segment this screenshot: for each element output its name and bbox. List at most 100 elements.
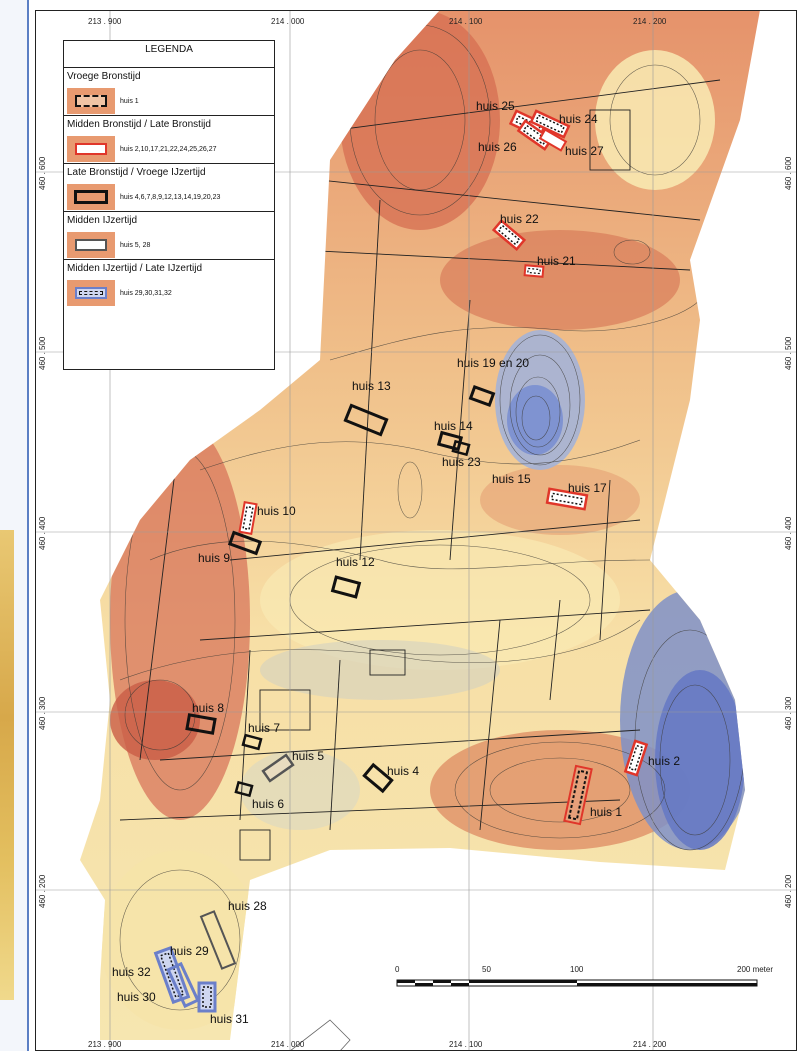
label-huis-14: huis 14: [434, 419, 473, 433]
label-huis-24: huis 24: [559, 112, 598, 126]
label-huis-25: huis 25: [476, 99, 515, 113]
tick-right-4: 460 . 300: [784, 696, 793, 730]
scale-bar: 0 50 100 200 meter: [395, 965, 773, 987]
legend-section-name: Midden Bronstijd / Late Bronstijd: [67, 119, 211, 130]
house-8-marker: [185, 713, 217, 735]
legend-section-desc: huis 5, 28: [120, 241, 151, 249]
label-huis-32: huis 32: [112, 965, 151, 979]
swatch-dotted-red: [67, 88, 115, 114]
label-huis-2: huis 2: [648, 754, 680, 768]
house-10-marker: [238, 501, 258, 535]
house-22-marker: [491, 219, 527, 251]
house-27-marker: [538, 128, 568, 152]
tick-left-3: 460 . 400: [38, 516, 47, 550]
label-huis-12: huis 12: [336, 555, 375, 569]
grid-tick-labels: 213 . 900 214 . 000 214 . 100 214 . 200 …: [38, 17, 793, 1049]
house-26-marker: [516, 119, 554, 151]
legend-midden-ijzertijd: Midden IJzertijd huis 5, 28: [64, 211, 274, 259]
legend-box: LEGENDA Vroege Bronstijd huis 1 Midden B…: [63, 40, 275, 370]
label-huis-19-en-20: huis 19 en 20: [457, 356, 529, 370]
tick-left-4: 460 . 300: [38, 696, 47, 730]
label-huis-13: huis 13: [352, 379, 391, 393]
swatch-grey: [67, 232, 115, 258]
house-19-20-marker: [468, 385, 496, 407]
label-huis-17: huis 17: [568, 481, 607, 495]
tick-left-5: 460 . 200: [38, 874, 47, 908]
adjacent-map-fragment: [0, 530, 14, 1000]
scale-tick-0: 0: [395, 965, 400, 974]
tick-left-1: 460 . 600: [38, 156, 47, 190]
label-huis-26: huis 26: [478, 140, 517, 154]
label-huis-21: huis 21: [537, 254, 576, 268]
swatch-red: [67, 136, 115, 162]
label-huis-8: huis 8: [192, 701, 224, 715]
house-23-marker: [451, 439, 471, 457]
tick-right-5: 460 . 200: [784, 874, 793, 908]
road-outline: [289, 1019, 351, 1051]
house-2-marker: [623, 739, 649, 777]
page-edge: [27, 0, 29, 1051]
tick-top-4: 214 . 200: [633, 17, 667, 26]
tick-bottom-3: 214 . 100: [449, 1040, 483, 1049]
tick-right-1: 460 . 600: [784, 156, 793, 190]
house-28-marker: [199, 910, 237, 970]
label-huis-4: huis 4: [387, 764, 419, 778]
tick-right-3: 460 . 400: [784, 516, 793, 550]
scale-tick-100: 100: [570, 965, 584, 974]
legend-section-name: Midden IJzertijd / Late IJzertijd: [67, 263, 203, 274]
swatch-black: [67, 184, 115, 210]
left-page-strip: [0, 0, 29, 1051]
house-24-marker: [529, 109, 571, 139]
house-6-marker: [234, 780, 254, 798]
legend-midden-late-ijzertijd: Midden IJzertijd / Late IJzertijd huis 2…: [64, 259, 274, 307]
house-markers: [153, 109, 649, 1013]
legend-section-name: Late Bronstijd / Vroege IJzertijd: [67, 167, 206, 178]
house-4-marker: [362, 762, 394, 794]
label-huis-9: huis 9: [198, 551, 230, 565]
tick-bottom-1: 213 . 900: [88, 1040, 122, 1049]
label-huis-1: huis 1: [590, 805, 622, 819]
house-7-marker: [241, 733, 263, 751]
label-huis-23: huis 23: [442, 455, 481, 469]
house-9-marker: [227, 530, 263, 556]
tick-top-2: 214 . 000: [271, 17, 305, 26]
legend-section-desc: huis 29,30,31,32: [120, 289, 172, 297]
label-huis-30: huis 30: [117, 990, 156, 1004]
scale-tick-50: 50: [482, 965, 491, 974]
tick-top-3: 214 . 100: [449, 17, 483, 26]
house-5-marker: [261, 753, 295, 783]
legend-title: LEGENDA: [145, 44, 193, 55]
house-30-marker: [166, 961, 200, 1009]
label-huis-7: huis 7: [248, 721, 280, 735]
legend-vroege-bronstijd: Vroege Bronstijd huis 1: [64, 67, 274, 115]
house-21-marker: [523, 264, 545, 278]
label-huis-31: huis 31: [210, 1012, 249, 1026]
label-huis-27: huis 27: [565, 144, 604, 158]
tick-bottom-4: 214 . 200: [633, 1040, 667, 1049]
tick-right-2: 460 . 500: [784, 336, 793, 370]
tick-left-2: 460 . 500: [38, 336, 47, 370]
swatch-blue-dotted: [67, 280, 115, 306]
house-17-marker: [545, 487, 589, 511]
house-12-marker: [330, 575, 362, 599]
label-huis-28: huis 28: [228, 899, 267, 913]
label-huis-29: huis 29: [170, 944, 209, 958]
legend-midden-late-bronstijd: Midden Bronstijd / Late Bronstijd huis 2…: [64, 115, 274, 163]
house-labels: huis 1 huis 2 huis 4 huis 5 huis 6 huis …: [112, 99, 680, 1026]
tick-top-1: 213 . 900: [88, 17, 122, 26]
scale-tick-200: 200 meter: [737, 965, 773, 974]
label-huis-15: huis 15: [492, 472, 531, 486]
label-huis-6: huis 6: [252, 797, 284, 811]
house-13-marker: [343, 403, 389, 437]
house-1-marker: [563, 764, 593, 826]
legend-section-desc: huis 1: [120, 97, 139, 105]
legend-section-desc: huis 4,6,7,8,9,12,13,14,19,20,23: [120, 193, 221, 201]
label-huis-5: huis 5: [292, 749, 324, 763]
tick-bottom-2: 214 . 000: [271, 1040, 305, 1049]
legend-section-desc: huis 2,10,17,21,22,24,25,26,27: [120, 145, 217, 153]
label-huis-22: huis 22: [500, 212, 539, 226]
legend-late-bronstijd-vroege-ijzertijd: Late Bronstijd / Vroege IJzertijd huis 4…: [64, 163, 274, 211]
legend-section-name: Midden IJzertijd: [67, 215, 138, 226]
legend-section-name: Vroege Bronstijd: [67, 71, 141, 82]
label-huis-10: huis 10: [257, 504, 296, 518]
